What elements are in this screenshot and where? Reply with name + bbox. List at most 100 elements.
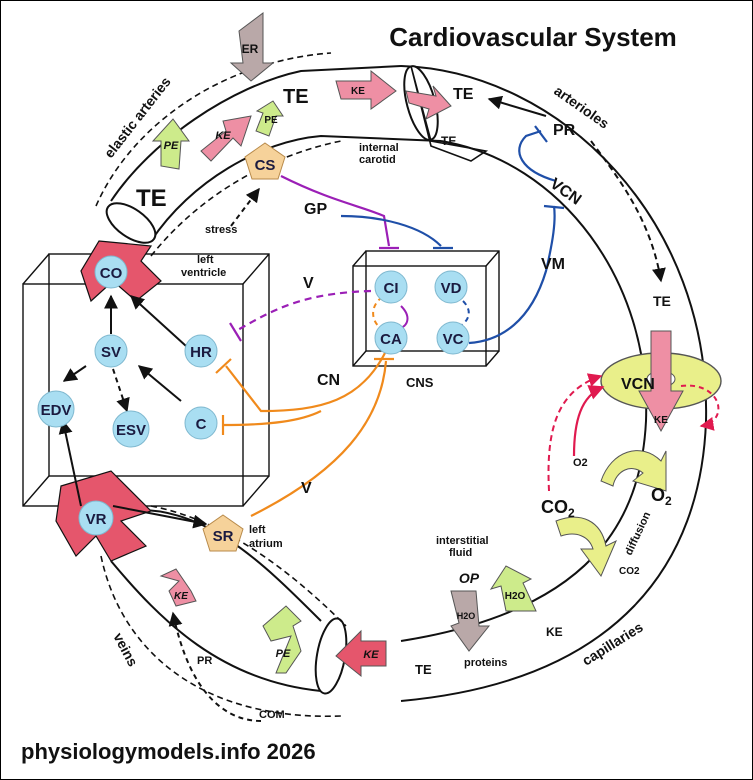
- aorta-dash-outline: [95, 52, 342, 257]
- arteriole-cone: [410, 65, 489, 162]
- vcn-ke-red-dash: [680, 384, 720, 431]
- svg-text:SR: SR: [213, 528, 234, 545]
- node-ca[interactable]: CA: [374, 321, 408, 355]
- vcn-blue-tbar: [534, 125, 548, 143]
- svg-text:HR: HR: [190, 344, 212, 361]
- svg-text:VD: VD: [441, 280, 462, 297]
- label-diffusion: diffusion: [623, 510, 654, 557]
- label-internal: internal: [359, 142, 399, 154]
- svg-text:CO: CO: [100, 265, 123, 282]
- label-interstitial: interstitial: [436, 535, 489, 547]
- gp-line: [280, 175, 391, 247]
- edge-v-top: V: [303, 275, 314, 292]
- svg-text:PE: PE: [276, 648, 291, 660]
- stress-arrow: [230, 187, 260, 227]
- vein-com-arrow: [168, 611, 262, 722]
- te-arteriole-mouth: TE: [441, 134, 456, 148]
- cns-box: [352, 250, 500, 367]
- v-orange-line: [250, 360, 388, 517]
- arteriole-flow-arrow: [590, 140, 666, 283]
- pe-top-arrow: PE: [255, 100, 284, 137]
- o2-vcn-red-solid: [572, 385, 605, 457]
- heart-internal-arrows: [58, 294, 208, 529]
- edge-vcn-arteriole: VCN: [547, 175, 584, 208]
- label-left-ventricle-2: ventricle: [181, 267, 226, 279]
- te-arteriole-mid: TE: [653, 293, 671, 309]
- te-capillary: TE: [415, 662, 432, 677]
- op-label: OP: [459, 570, 480, 586]
- o2-small-label: O2: [573, 457, 588, 469]
- node-vc[interactable]: VC: [436, 321, 470, 355]
- svg-text:VC: VC: [443, 331, 464, 348]
- arteriole-pr-arrow: [487, 95, 547, 117]
- label-carotid: carotid: [359, 154, 396, 166]
- er-arrow: ER: [229, 12, 275, 82]
- svg-text:KE: KE: [654, 415, 668, 426]
- label-cns: CNS: [406, 375, 434, 390]
- svg-text:ER: ER: [242, 42, 259, 56]
- aorta-mouth: [105, 202, 157, 244]
- te-aorta-big: TE: [136, 185, 167, 212]
- label-proteins: proteins: [464, 657, 507, 669]
- label-com: COM: [259, 709, 285, 721]
- svg-text:KE: KE: [174, 591, 188, 602]
- label-left-atrium-2: atrium: [249, 538, 283, 550]
- label-stress: stress: [205, 224, 237, 236]
- vessel-inner-wall: [400, 140, 648, 642]
- h2o-op-arrow: H2O: [450, 590, 491, 652]
- co2-small-label: CO2: [619, 566, 640, 577]
- node-esv[interactable]: ESV: [112, 410, 150, 448]
- o2-big-label: O2: [651, 485, 672, 508]
- gp-blue-line: [340, 214, 442, 247]
- o2-diffusion-arrow: [600, 450, 667, 492]
- svg-text:C: C: [196, 416, 207, 433]
- ke-aorta-arrow: KE: [200, 115, 252, 162]
- arteriole-entry-arrow: [405, 85, 452, 120]
- ke-ring-arrow: KE: [638, 330, 684, 433]
- vcn-blue-line: [518, 129, 557, 183]
- svg-text:EDV: EDV: [41, 402, 72, 419]
- node-co[interactable]: CO: [94, 255, 128, 289]
- cn-orange-line-1: [225, 350, 387, 413]
- svg-text:CI: CI: [384, 280, 399, 297]
- v-purple-tbar: [229, 322, 242, 342]
- svg-text:H2O: H2O: [505, 591, 526, 602]
- svg-text:SV: SV: [101, 344, 121, 361]
- node-vd[interactable]: VD: [434, 270, 468, 304]
- svg-text:KE: KE: [363, 649, 379, 661]
- te-aorta-top: TE: [283, 86, 309, 108]
- node-sr[interactable]: SR: [202, 514, 244, 552]
- label-left-ventricle-1: left: [197, 254, 214, 266]
- node-edv[interactable]: EDV: [37, 390, 75, 428]
- cn-orange-tbar-1: [215, 358, 232, 374]
- vd-vc-blue-dash: [458, 300, 470, 328]
- pe-vein-arrow: PE: [262, 605, 302, 674]
- co2-diffusion-arrow: [555, 516, 617, 577]
- edge-v-bottom: V: [301, 480, 312, 497]
- ke-vein-entry-arrow: KE: [335, 629, 387, 678]
- svg-text:H2O: H2O: [457, 611, 476, 621]
- node-ci[interactable]: CI: [374, 270, 408, 304]
- diagram-title: Cardiovascular System: [389, 22, 677, 52]
- footer-credit: physiologymodels.info 2026: [21, 739, 316, 764]
- h2o-ke-arrow: H2O: [489, 565, 537, 612]
- vm-blue-line: [468, 205, 556, 345]
- vm-blue-tbar: [543, 204, 565, 210]
- node-c[interactable]: C: [184, 406, 218, 440]
- co2-vcn-red-dash: [547, 373, 603, 492]
- node-vr[interactable]: VR: [78, 500, 114, 536]
- node-hr[interactable]: HR: [184, 334, 218, 368]
- node-cs[interactable]: CS: [244, 142, 286, 180]
- edge-gp: GP: [304, 201, 327, 218]
- te-arteriole-top: TE: [453, 86, 474, 103]
- ke-capillary-label: KE: [546, 625, 563, 639]
- svg-text:PE: PE: [264, 115, 278, 126]
- edge-pr-arteriole: PR: [553, 122, 576, 139]
- svg-text:VR: VR: [86, 511, 107, 528]
- label-pr-vein: PR: [197, 655, 212, 667]
- node-sv[interactable]: SV: [94, 334, 128, 368]
- svg-text:PE: PE: [164, 140, 179, 152]
- pe-aorta-arrow: PE: [151, 118, 190, 170]
